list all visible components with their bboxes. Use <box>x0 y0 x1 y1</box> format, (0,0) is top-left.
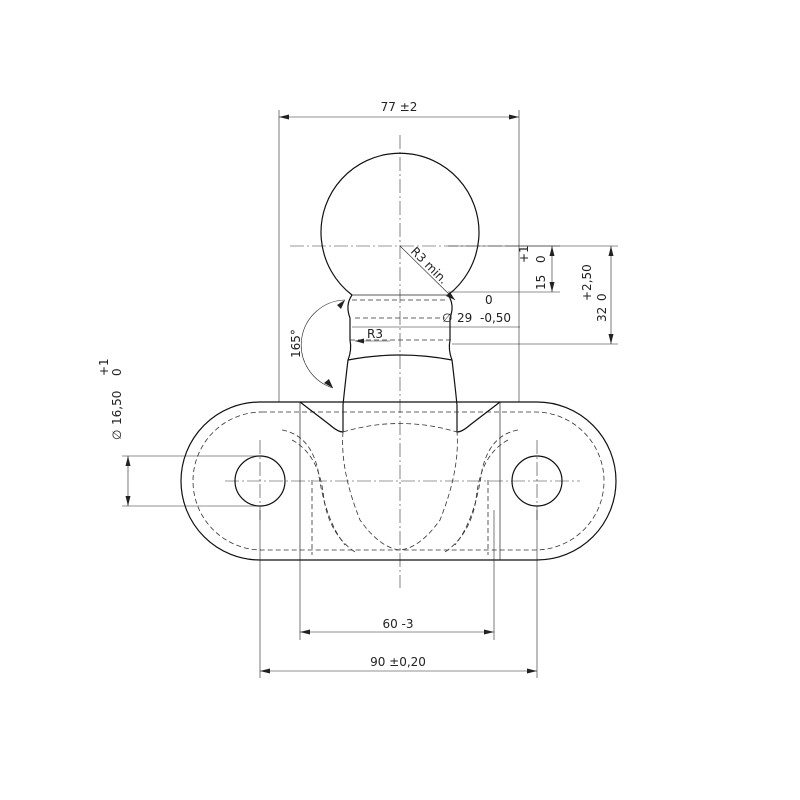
angle-label: 165° <box>289 329 303 358</box>
hole-diameter-lower: 0 <box>110 368 124 376</box>
dim-height-15: 15 +1 0 <box>448 245 560 293</box>
ball-diameter-upper: 0 <box>485 293 493 307</box>
dim-flange-length: 90 ±0,20 <box>259 510 538 678</box>
ball-diameter-lower: -0,50 <box>480 311 511 325</box>
dim-height-32: 32 +2,50 0 <box>452 245 618 345</box>
dim-neck-radius: R3 <box>355 327 390 344</box>
neck-radius-label: R3 <box>367 327 383 341</box>
height-32-upper: +2,50 <box>580 264 594 301</box>
hole-spacing-label: 60 -3 <box>382 617 413 631</box>
center-lines <box>225 135 580 588</box>
dim-overall-width: 77 ±2 <box>278 100 520 402</box>
dim-hole-diameter: ∅ 16,50 +1 0 <box>97 358 260 507</box>
hole-diameter-nominal: 16,50 <box>110 391 124 425</box>
ball-radius-label: R3 min. <box>408 244 451 287</box>
dim-ball-radius: R3 min. <box>399 244 456 301</box>
neck <box>342 294 458 432</box>
right-bolt-hole <box>511 455 563 507</box>
height-32-nominal: 32 <box>595 307 609 322</box>
ball-head <box>320 152 480 301</box>
ball-diameter-nominal: 29 <box>457 311 472 325</box>
base-transition <box>281 401 519 560</box>
hole-diameter-symbol: ∅ <box>110 430 124 440</box>
dim-angle: 165° <box>289 299 346 389</box>
height-15-lower: 0 <box>534 255 548 263</box>
flange-length-label: 90 ±0,20 <box>370 655 426 669</box>
ball-diameter-symbol: ∅ <box>442 311 452 325</box>
height-15-nominal: 15 <box>534 275 548 290</box>
hole-diameter-upper: +1 <box>97 358 111 376</box>
dim-ball-diameter: 0 ∅ 29 -0,50 <box>352 293 520 328</box>
overall-width-label: 77 ±2 <box>381 100 418 114</box>
height-32-lower: 0 <box>595 293 609 301</box>
dim-hole-spacing: 60 -3 <box>299 510 495 640</box>
height-15-upper: +1 <box>517 245 531 263</box>
